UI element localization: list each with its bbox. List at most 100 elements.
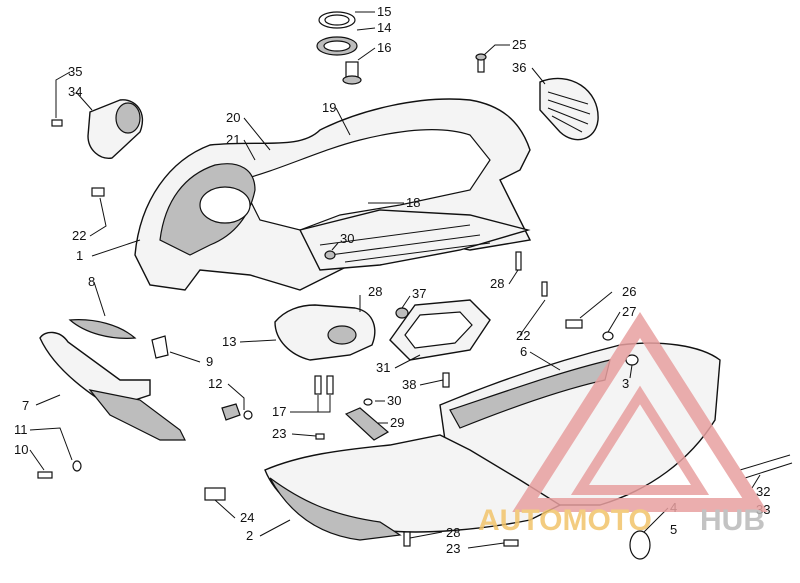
leader-34 (75, 91, 93, 111)
leader-27 (607, 311, 621, 333)
callout-10: 10 (14, 442, 28, 457)
watermark-triangle-outer (512, 311, 768, 512)
leader-37 (401, 295, 411, 309)
fastener-12 (221, 403, 241, 421)
callout-7: 7 (22, 398, 29, 413)
fitting-16-base (342, 75, 362, 85)
gasket-ring-15-inner (324, 14, 350, 26)
leader-36 (531, 67, 546, 85)
callout-14: 14 (377, 20, 391, 35)
rod-32 (739, 454, 791, 471)
callout-31: 31 (376, 360, 390, 375)
leader-13 (239, 339, 277, 343)
console-inner-panel-19 (239, 128, 491, 231)
watermark-text-automoto: AUTOMOTO (478, 504, 652, 537)
bolt-26 (565, 319, 583, 329)
vent-grille-36 (539, 77, 599, 141)
callout-29: 29 (390, 415, 404, 430)
callout-8: 8 (88, 274, 95, 289)
nut-30-lower (363, 398, 373, 406)
leader-9 (169, 351, 201, 363)
watermark-text-hub: HUB (700, 504, 765, 537)
screw-35 (51, 119, 63, 127)
callout-6: 6 (520, 344, 527, 359)
callout-17: 17 (272, 404, 286, 419)
callout-12: 12 (208, 376, 222, 391)
rod-33 (744, 462, 793, 479)
callout-36: 36 (512, 60, 526, 75)
leader-28c (409, 531, 443, 539)
clip-24 (204, 487, 226, 501)
gasket-ring-14-inner (323, 40, 351, 52)
leader-2 (259, 519, 291, 537)
clip-9 (151, 335, 169, 359)
callout-26: 26 (622, 284, 636, 299)
console-floor-18 (298, 209, 531, 271)
callout-1: 1 (76, 248, 83, 263)
leader-lines (29, 11, 761, 549)
callout-37: 37 (412, 286, 426, 301)
washer-27 (602, 331, 614, 341)
tray-13 (274, 304, 376, 361)
washer-11 (72, 460, 82, 472)
lower-shroud-2-skirt (269, 477, 402, 541)
leader-16 (357, 47, 376, 61)
callout-32: 32 (756, 484, 770, 499)
callout-35: 35 (68, 64, 82, 79)
screw-28-lower (403, 531, 411, 547)
storage-lid-31-inner (404, 311, 473, 349)
callout-13: 13 (222, 334, 236, 349)
callout-2: 2 (246, 528, 253, 543)
leader-31 (394, 354, 421, 369)
leader-23a (291, 433, 317, 437)
console-cowl-21-opening (199, 186, 251, 224)
watermark-triangle-inner (570, 385, 710, 495)
automotohub-watermark: AUTOMOTO HUB (478, 311, 768, 537)
callout-28a: 28 (368, 284, 382, 299)
tray-13-cupholder (327, 325, 357, 345)
leader-12 (227, 383, 245, 410)
leader-21 (243, 139, 256, 161)
trim-strip-8 (68, 319, 137, 339)
callout-5: 5 (670, 522, 677, 537)
leader-8 (93, 281, 106, 317)
callout-22b: 22 (516, 328, 530, 343)
callout-15: 15 (377, 4, 391, 19)
leader-38 (419, 379, 444, 386)
air-intake-34-opening (115, 102, 141, 134)
bolt-22-left (91, 187, 105, 197)
leader-24 (214, 499, 236, 519)
callout-22a: 22 (72, 228, 86, 243)
bolt-25-head (475, 53, 487, 61)
callout-30b: 30 (387, 393, 401, 408)
leader-1 (91, 239, 141, 257)
callout-16: 16 (377, 40, 391, 55)
callout-19: 19 (322, 100, 336, 115)
leader-6 (529, 351, 561, 371)
callout-11: 11 (14, 422, 28, 437)
callout-18: 18 (406, 195, 420, 210)
cap-30-upper (324, 250, 336, 260)
nut-12 (243, 410, 253, 420)
screw-10 (37, 471, 53, 479)
console-floor-18-ribs (319, 224, 491, 263)
callout-27: 27 (622, 304, 636, 319)
leader-20 (243, 117, 271, 151)
bolt-28-right (515, 251, 522, 271)
leader-25 (483, 44, 510, 56)
bolt-17b (326, 375, 334, 395)
leader-30a (331, 242, 339, 251)
leader-14 (356, 27, 376, 31)
bolt-38 (442, 372, 450, 388)
callout-21: 21 (226, 132, 240, 147)
leader-28b (508, 269, 519, 285)
callout-23a: 23 (272, 426, 286, 441)
callout-23b: 23 (446, 541, 460, 556)
plug-5 (629, 530, 651, 560)
leader-22a (89, 197, 107, 237)
callout-25: 25 (512, 37, 526, 52)
callout-30a: 30 (340, 231, 354, 246)
callout-9: 9 (206, 354, 213, 369)
handle-7-grip (88, 389, 186, 441)
